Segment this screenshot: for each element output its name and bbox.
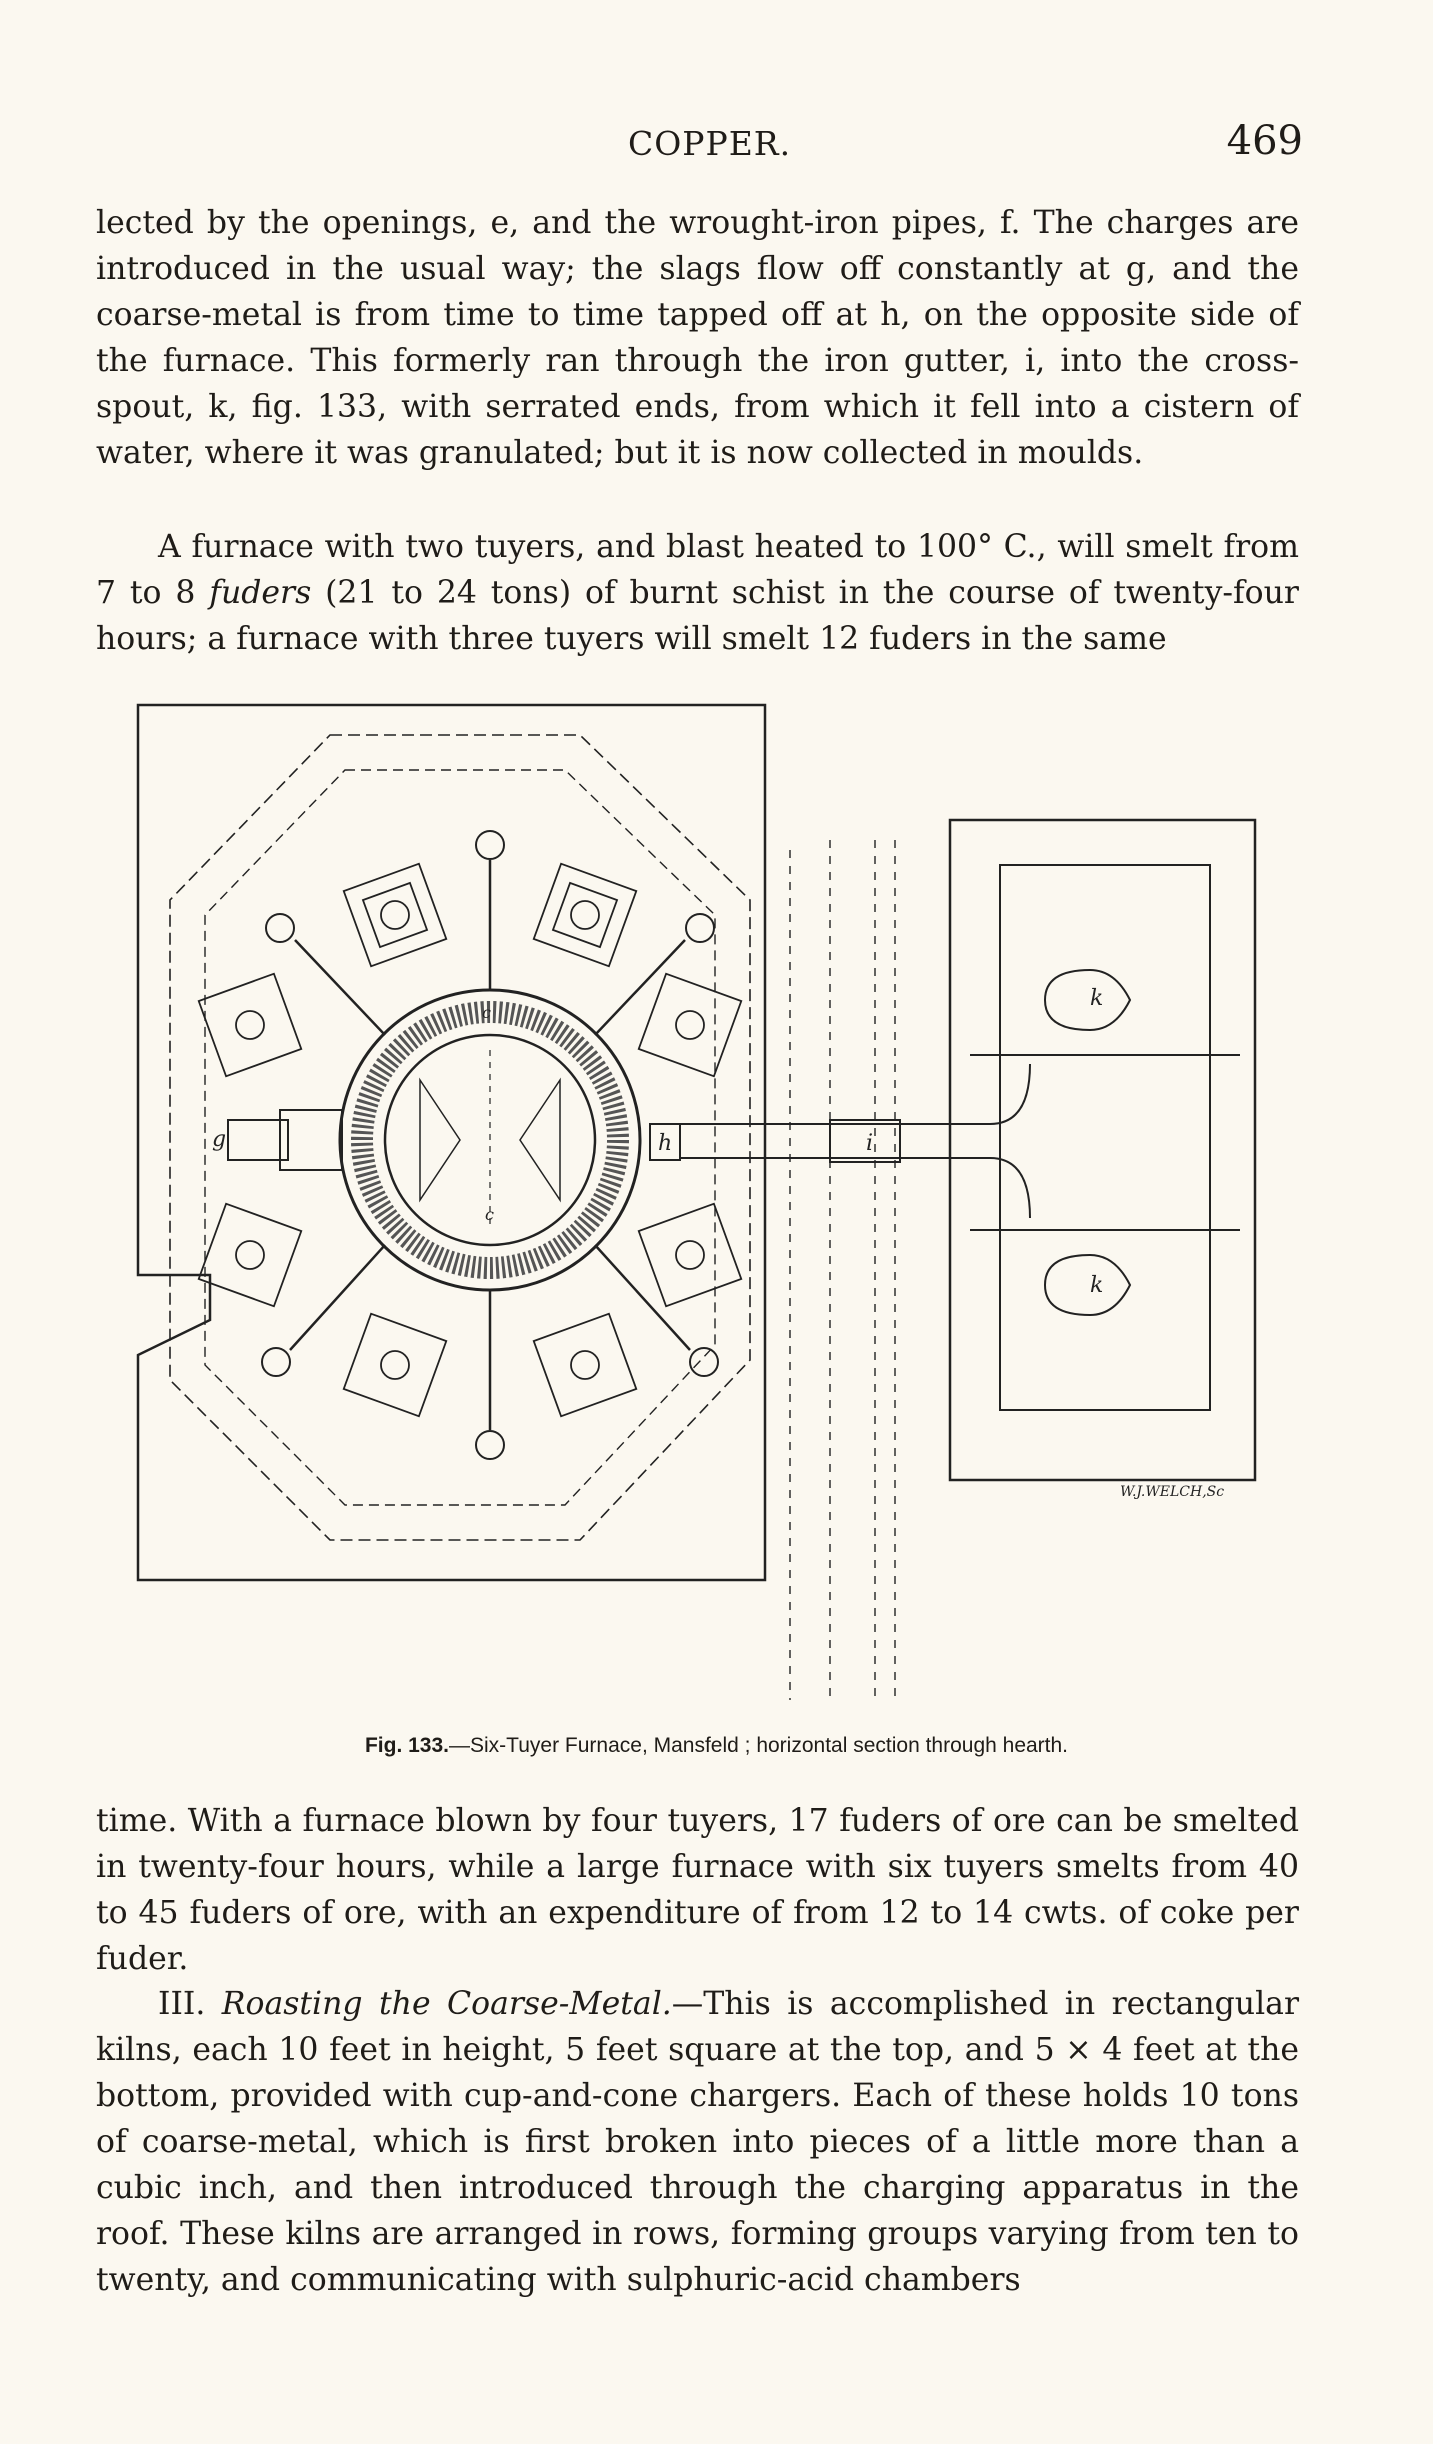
paragraph-2-start: A furnace with two tuyers, and blast hea… — [96, 529, 1299, 611]
label-k-top: k — [1090, 986, 1103, 1011]
paragraph-2-emphasis: fuders — [209, 575, 312, 611]
paragraph-4-rest: —This is accomplished in rectangular kil… — [96, 1986, 1299, 2298]
label-g: g — [212, 1127, 226, 1152]
tuyers — [289, 860, 691, 1430]
furnace-outline — [136, 703, 767, 1582]
label-c-top: c — [482, 1003, 491, 1022]
caption-label: Fig. 133. — [364, 1734, 449, 1757]
label-k-bottom: k — [1090, 1273, 1103, 1298]
cistern-inner — [999, 864, 1211, 1411]
furnace-section-drawing: g h i k k c c W.J.WELCH,Sc — [136, 703, 1257, 1700]
engraver-signature: W.J.WELCH,Sc — [1120, 1484, 1224, 1500]
paragraph-4-heading: Roasting the Coarse-Metal. — [221, 1986, 672, 2022]
label-c-bottom: c — [485, 1205, 494, 1224]
cross-spout-k-top — [1043, 968, 1132, 1032]
label-h: h — [658, 1131, 672, 1156]
paragraph-3: time. With a furnace blown by four tuyer… — [96, 1803, 1299, 1977]
openings-e — [197, 862, 743, 1418]
flue-inner — [204, 769, 716, 1506]
flue-outer — [169, 734, 751, 1541]
running-head: COPPER. — [628, 124, 792, 163]
hearth-inner-ring — [383, 1033, 597, 1247]
page-header: COPPER. 469 — [0, 118, 1433, 178]
caption-text: —Six-Tuyer Furnace, Mansfeld ; horizonta… — [449, 1734, 1069, 1757]
paragraph-2-rest: (21 to 24 tons) of burnt schist in the c… — [96, 575, 1299, 657]
paragraph-1: lected by the openings, e, and the wroug… — [96, 205, 1299, 471]
slag-spout-g — [227, 1119, 289, 1161]
figure-caption: Fig. 133.—Six-Tuyer Furnace, Mansfeld ; … — [0, 1734, 1433, 1758]
label-i: i — [866, 1131, 873, 1156]
gutter-i — [829, 1119, 901, 1163]
figure-133: g h i k k c c W.J.WELCH,Sc — [130, 700, 1270, 1710]
tap-hole-h — [649, 1123, 681, 1161]
paragraph-2: A furnace with two tuyers, and blast hea… — [96, 524, 1299, 662]
paragraph-4-start: III. — [158, 1986, 222, 2022]
paragraph-4: III. Roasting the Coarse-Metal.—This is … — [96, 1981, 1299, 2303]
page-number: 469 — [1226, 118, 1303, 164]
cistern — [948, 818, 1257, 1482]
cross-spout-k-bottom — [1043, 1253, 1132, 1317]
hearth-hatch-ring — [351, 1001, 629, 1279]
